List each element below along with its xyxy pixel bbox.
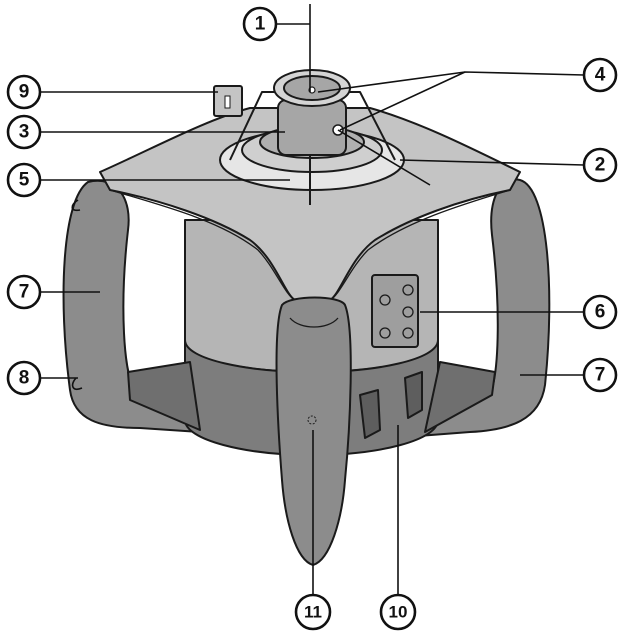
leader-lines [40,4,590,595]
callout-11: 11 [294,593,332,631]
svg-text:1: 1 [255,14,266,35]
battery-latch-right [404,371,423,419]
callout-1: 1 [242,6,278,42]
svg-text:7: 7 [595,365,606,386]
top-plate-bevel [109,189,296,301]
svg-text:11: 11 [304,603,322,622]
control-panel [371,274,419,348]
callout-8: 8 [6,360,42,396]
svg-text:8: 8 [19,368,30,389]
svg-text:6: 6 [595,302,606,323]
svg-text:10: 10 [389,603,408,622]
svg-text:3: 3 [19,122,30,143]
left-strut [127,361,201,431]
callout-6: 6 [582,294,618,330]
svg-text:2: 2 [595,155,606,176]
battery-latch-left [359,389,381,439]
callout-4: 4 [582,57,618,93]
right-handle [414,178,551,437]
svg-text:9: 9 [19,82,30,103]
svg-text:7: 7 [19,282,30,303]
callout-7-left: 7 [6,274,42,310]
callout-3: 3 [6,114,42,150]
callout-2: 2 [582,147,618,183]
callout-9: 9 [6,74,42,110]
receiver-sensor [307,415,317,425]
svg-text:5: 5 [19,170,30,191]
right-strut [424,361,496,433]
svg-text:4: 4 [595,65,606,86]
callout-7-right: 7 [582,357,618,393]
callout-5: 5 [6,162,42,198]
callout-10: 10 [379,593,417,631]
